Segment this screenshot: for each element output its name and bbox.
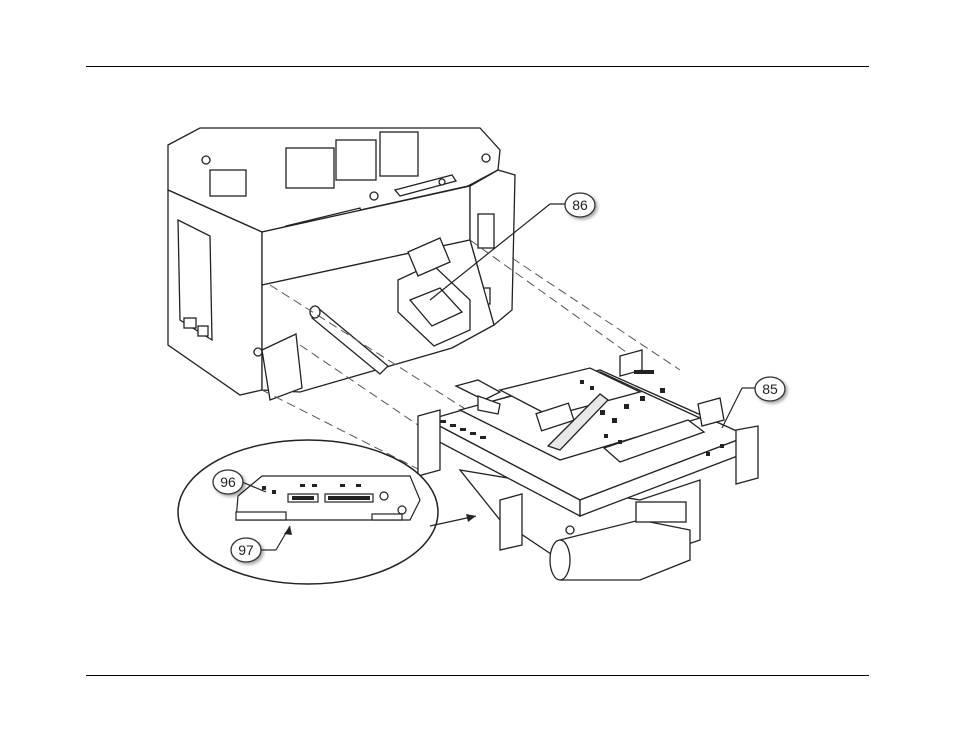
printer-chassis (168, 128, 515, 400)
callout-97-label: 97 (238, 542, 254, 558)
callout-85-label: 85 (762, 381, 778, 397)
control-board-assembly (418, 350, 758, 580)
callout-85: 85 (722, 377, 785, 428)
callout-86-label: 86 (572, 197, 588, 213)
callout-96-label: 96 (220, 474, 236, 490)
